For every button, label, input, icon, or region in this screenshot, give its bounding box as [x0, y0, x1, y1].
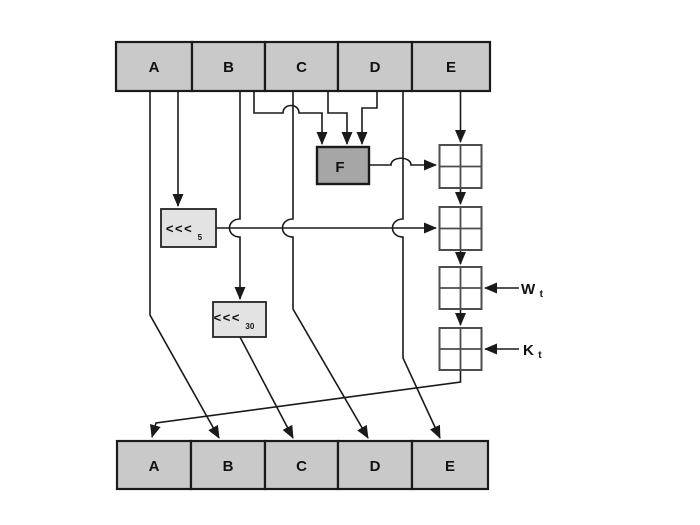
- register-bottom-b-label: B: [223, 458, 234, 475]
- adder-2-grid: [439, 207, 482, 250]
- adder-1-grid: [439, 145, 482, 188]
- rot30-amount: 30: [245, 322, 254, 331]
- register-top-a-label: A: [149, 59, 160, 76]
- f-box: [315, 145, 371, 186]
- rot5-symbol: <<<: [166, 221, 193, 236]
- register-row-top: A B C D E: [114, 40, 492, 93]
- register-bottom-d: [336, 439, 414, 491]
- adder-2: [438, 206, 483, 251]
- register-row-bottom: A B C D E: [115, 439, 490, 491]
- kt-label: K t: [523, 342, 542, 361]
- register-bottom-b: [189, 439, 267, 491]
- register-top-d-label: D: [370, 59, 381, 76]
- adder-1: [438, 144, 483, 189]
- wire-rot30-to-bottom-c: [239, 336, 294, 439]
- adder-3: [438, 266, 483, 310]
- wt-label: W t: [521, 281, 544, 300]
- register-top-c: [263, 40, 340, 93]
- wire-a-to-bottom-b: [149, 91, 220, 439]
- wire-adder4-to-bottom-a: [150, 370, 462, 438]
- wt-sub: t: [540, 289, 544, 300]
- rotate-left-30-box: <<< 30: [212, 301, 267, 338]
- wire-d-to-f: [356, 91, 378, 145]
- register-bottom-c-label: C: [296, 458, 307, 475]
- f-box-label: F: [335, 159, 344, 176]
- adder-4-grid: [439, 328, 482, 370]
- adder-4: [438, 327, 483, 371]
- adder-3-grid: [439, 267, 482, 309]
- f-function-box: F: [315, 145, 371, 186]
- rotate-left-5-box: <<< 5: [160, 208, 217, 248]
- wire-f-to-adder1: [369, 157, 437, 171]
- register-bottom-d-label: D: [370, 458, 381, 475]
- rot5-box: [160, 208, 217, 248]
- register-bottom-a-label: A: [149, 458, 160, 475]
- rot30-symbol: <<<: [214, 310, 241, 325]
- register-top-c-label: C: [296, 59, 307, 76]
- register-bottom-e: [410, 439, 490, 491]
- wire-b-to-rot30: [228, 91, 246, 300]
- wire-d-to-bottom-e: [391, 91, 441, 439]
- wire-c-to-f: [327, 91, 353, 145]
- wire-b-to-f: [253, 91, 328, 145]
- rot5-amount: 5: [198, 233, 203, 242]
- rot5-label: <<< 5: [166, 220, 203, 242]
- register-top-e: [410, 40, 492, 93]
- wires: [149, 91, 519, 439]
- register-top-d: [336, 40, 414, 93]
- register-bottom-e-label: E: [445, 458, 455, 475]
- wt-base: W: [521, 281, 536, 298]
- register-top-b: [190, 40, 267, 93]
- register-top-b-label: B: [223, 59, 234, 76]
- rot30-label: <<< 30: [214, 309, 255, 331]
- wire-c-to-bottom-d: [281, 91, 369, 439]
- kt-base: K: [523, 342, 534, 359]
- register-bottom-a: [115, 439, 193, 491]
- kt-sub: t: [538, 350, 542, 361]
- rot30-box: [212, 301, 267, 338]
- register-bottom-c: [263, 439, 340, 491]
- register-top-e-label: E: [446, 59, 456, 76]
